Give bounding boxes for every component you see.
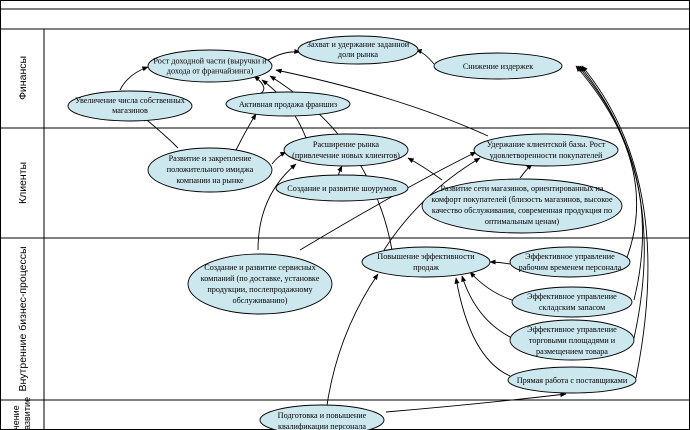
node-client-retention-line-2: удовлетворенности покупателей — [490, 151, 603, 160]
node-market-expand-line-1: Расширение рынка — [313, 140, 380, 149]
edge-brand-to-market-expand — [271, 151, 287, 165]
node-staff-training-line-2: квалификации персонала — [278, 422, 366, 430]
node-cost-cut-line-1: Снижение издержек — [463, 62, 533, 71]
node-cost-cut[interactable]: Снижение издержек — [433, 52, 563, 80]
node-brand-image-line-1: Развитие и закрепление — [169, 154, 252, 163]
lane-label-growth-line-2: азвитие — [22, 397, 32, 430]
node-store-network-line-1: Развитие сети магазинов, ориентированных… — [440, 184, 603, 193]
node-stock-mgmt-line-2: складским запасом — [539, 303, 605, 312]
node-service-companies-line-2: компаний (по доставке, установке — [201, 274, 320, 283]
node-franchise-sales[interactable]: Активная продажа франшиз — [225, 91, 351, 117]
node-service-companies[interactable]: Создание и развитие сервисных компаний (… — [187, 253, 333, 315]
node-suppliers-line-1: Прямая работа с поставщиками — [517, 376, 628, 385]
node-staff-training-line-1: Подготовка и повышение — [278, 411, 367, 420]
node-store-network-line-2: комфорт покупателей (близость магазинов,… — [431, 195, 613, 204]
edge-retail-space-to-cost-cut — [579, 65, 645, 339]
node-client-retention[interactable]: Удержание клиентской базы. Рост удовлетв… — [473, 133, 619, 167]
node-store-network[interactable]: Развитие сети магазинов, ориентированных… — [421, 178, 623, 234]
edge-brand-to-franchise — [235, 113, 257, 151]
lane-label-clients: Клиенты — [17, 162, 29, 204]
node-store-network-line-3: качество обслуживания, современная проду… — [432, 206, 612, 215]
edge-store-network-to-market-expand — [407, 157, 443, 181]
edge-retail-space-to-sales-eff — [461, 275, 513, 339]
node-market-expand[interactable]: Расширение рынка (привлечение новых клие… — [283, 133, 409, 167]
node-revenue[interactable]: Рост доходной части (выручки и дохода от… — [147, 49, 273, 83]
edge-staff-time-to-sales-eff — [489, 259, 511, 265]
edge-cost-cut-to-market-share — [415, 48, 435, 65]
node-market-share-line-1: Захват и удержание заданной — [307, 40, 410, 49]
edge-retention-to-revenue — [275, 68, 489, 137]
node-market-share-line-2: доли рынка — [338, 50, 378, 59]
node-retail-space[interactable]: Эффективное управление торговыми площадя… — [509, 319, 635, 361]
edge-franchise-to-revenue — [253, 75, 265, 95]
node-revenue-line-2: дохода от франчайзинга) — [167, 67, 254, 76]
node-sales-efficiency-line-2: продаж — [413, 263, 439, 272]
node-showrooms-line-1: Создание и развитие шоурумов — [287, 184, 397, 193]
edge-suppliers-to-sales-eff — [454, 277, 511, 377]
edge-training-to-suppliers — [385, 392, 567, 413]
edge-service-to-market-expand — [257, 163, 297, 251]
node-brand-image-line-3: компании на рынке — [176, 176, 244, 185]
edge-stock-to-sales-eff — [469, 271, 513, 301]
edge-suppliers-to-cost-cut — [581, 65, 649, 379]
edge-staff-time-to-cost-cut — [575, 65, 637, 261]
edge-stores-to-revenue — [119, 66, 149, 91]
node-staff-time[interactable]: Эффективное управление рабочим временем … — [509, 246, 631, 278]
lane-label-growth: чение азвитие — [11, 397, 32, 430]
node-brand-image[interactable]: Развитие и закрепление положительного им… — [147, 147, 273, 193]
node-stock-mgmt-line-1: Эффективное управление — [527, 292, 617, 301]
node-client-retention-line-1: Удержание клиентской базы. Рост — [487, 140, 606, 149]
nodes: Рост доходной части (выручки и дохода от… — [67, 35, 637, 430]
lane-label-finance: Финансы — [17, 56, 29, 100]
node-stores-count-line-1: Увеличение числа собственных — [75, 96, 185, 105]
node-sales-efficiency[interactable]: Повышение эффективности продаж — [361, 246, 491, 278]
node-revenue-line-1: Рост доходной части (выручки и — [153, 57, 267, 66]
node-service-companies-line-4: обслуживанию) — [232, 296, 287, 305]
node-staff-time-line-1: Эффективное управление — [525, 252, 615, 261]
lane-label-processes: Внутренние бизнес-процессы — [17, 247, 29, 392]
node-staff-training[interactable]: Подготовка и повышение квалификации перс… — [259, 404, 385, 430]
node-franchise-sales-line-1: Активная продажа франшиз — [239, 100, 337, 109]
node-retail-space-line-3: размещением товара — [536, 347, 608, 356]
node-service-companies-line-1: Создание и развитие сервисных — [204, 263, 315, 272]
lane-label-growth-line-1: чение — [11, 405, 21, 430]
edge-training-to-sales-eff — [325, 273, 379, 413]
node-retail-space-line-2: торговыми площадями и — [529, 336, 616, 345]
node-stores-count[interactable]: Увеличение числа собственных магазинов — [67, 90, 193, 122]
node-store-network-line-4: оптимальным ценам) — [485, 217, 559, 226]
node-stock-mgmt[interactable]: Эффективное управление складским запасом — [511, 286, 633, 318]
node-market-share[interactable]: Захват и удержание заданной доли рынка — [297, 35, 419, 65]
node-service-companies-line-3: продукции, послепродажному — [207, 285, 313, 294]
node-market-expand-line-2: (привлечение новых клиентов) — [292, 151, 400, 160]
edge-store-network-to-retention — [519, 163, 533, 179]
node-sales-efficiency-line-1: Повышение эффективности — [377, 252, 475, 261]
node-staff-time-line-2: рабочим временем персонала — [519, 263, 622, 272]
node-stores-count-line-2: магазинов — [112, 106, 148, 115]
edge-showrooms-to-market-expand — [337, 165, 343, 177]
node-showrooms[interactable]: Создание и развитие шоурумов — [275, 174, 409, 202]
node-suppliers[interactable]: Прямая работа с поставщиками — [507, 366, 637, 394]
node-retail-space-line-1: Эффективное управление — [527, 325, 617, 334]
node-brand-image-line-2: положительного имиджа — [167, 165, 254, 174]
